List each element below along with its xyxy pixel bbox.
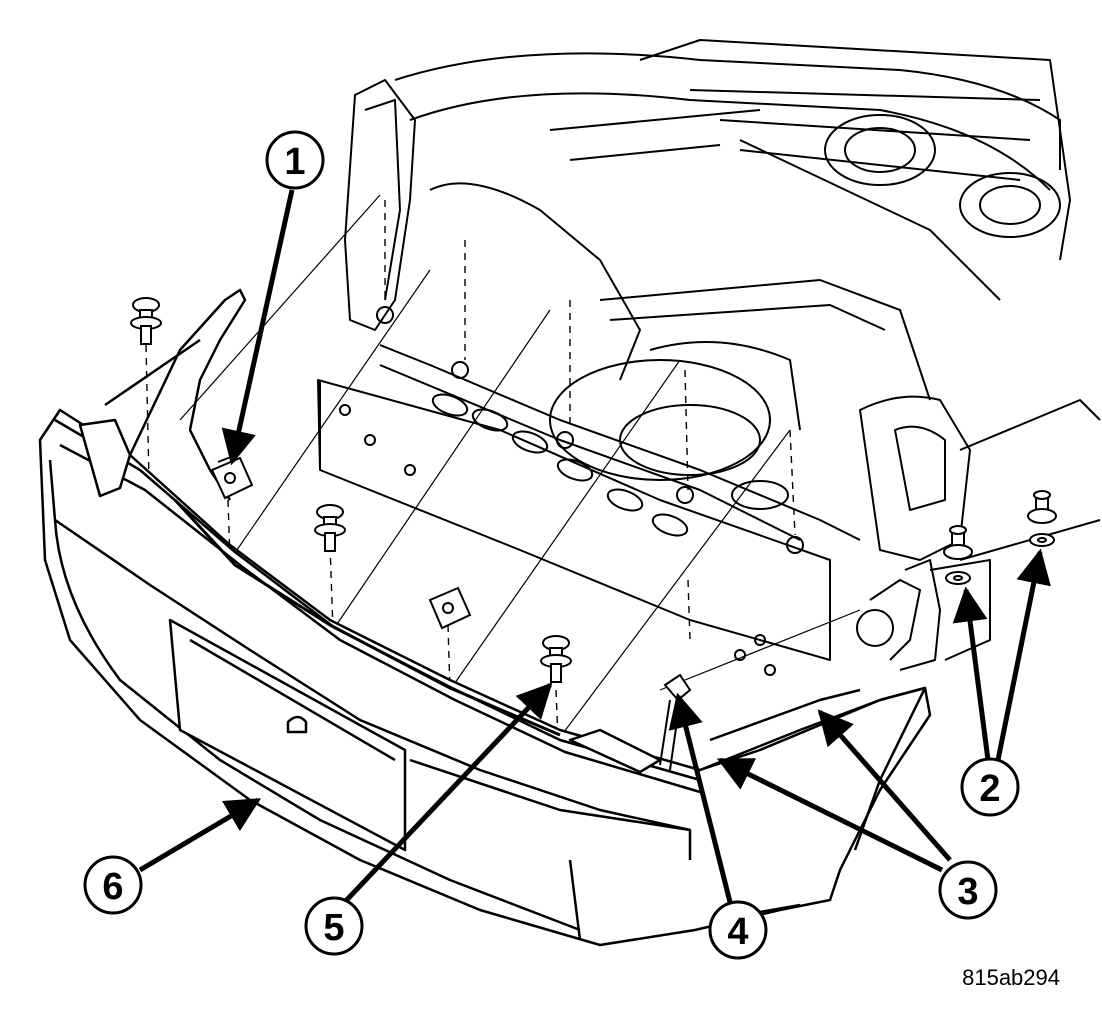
leader-line-4-fascia	[759, 903, 801, 914]
leader-arrow-6	[138, 797, 262, 873]
leader-arrow-4	[668, 692, 735, 911]
leader-arrow-1	[221, 189, 295, 466]
callout-2: 2	[960, 757, 1020, 817]
push-pin-fastener-right	[540, 635, 572, 683]
figure-id: 815ab294	[962, 965, 1060, 990]
svg-text:4: 4	[727, 911, 748, 953]
svg-text:3: 3	[957, 871, 978, 913]
leader-arrow-3a	[716, 757, 944, 873]
leader-arrow-2b	[995, 548, 1051, 761]
bolt-with-washer-inner	[943, 525, 973, 585]
push-pin-fastener-center	[314, 504, 346, 552]
bolt-with-washer-outer	[1027, 490, 1057, 547]
alignment-lines	[179, 194, 861, 741]
callout-1: 1	[265, 130, 325, 190]
callout-6: 6	[83, 855, 143, 915]
leader-arrow-5	[340, 682, 553, 907]
svg-text:5: 5	[323, 907, 344, 949]
svg-text:1: 1	[284, 141, 305, 183]
callout-3: 3	[938, 860, 998, 920]
leader-arrow-2a	[952, 586, 991, 761]
leader-arrow-3b	[817, 709, 952, 862]
svg-text:6: 6	[102, 866, 123, 908]
leader-arrows	[138, 189, 1051, 911]
clip-nut-center	[428, 586, 472, 630]
push-pin-fastener-left	[130, 297, 162, 345]
callout-5: 5	[304, 896, 364, 956]
callout-4: 4	[708, 900, 768, 960]
vehicle-rear-body	[317, 39, 1101, 676]
svg-text:2: 2	[979, 768, 1000, 810]
